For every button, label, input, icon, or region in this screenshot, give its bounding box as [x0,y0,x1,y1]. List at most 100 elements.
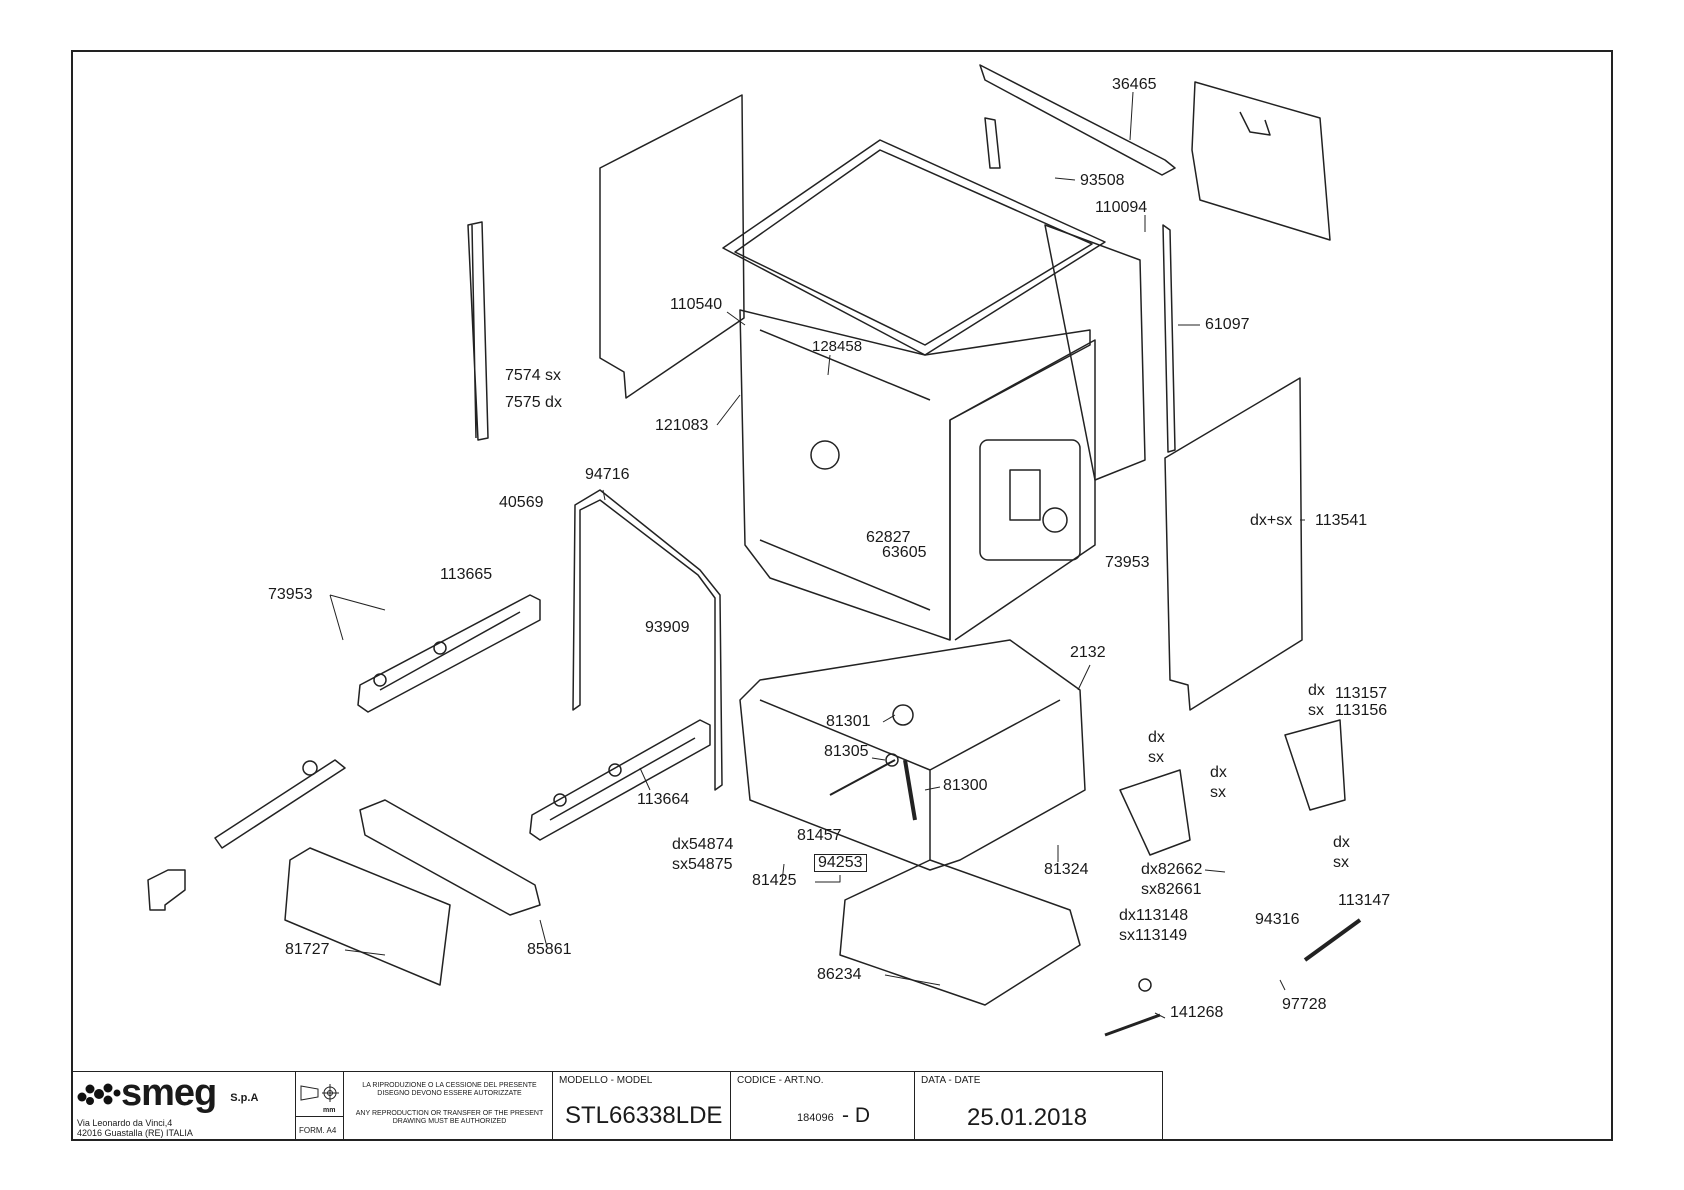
side-panel-right [1164,377,1303,711]
part-label-128458: 128458 [812,338,863,355]
top-panel [722,139,1106,356]
part-label-81305: 81305 [824,743,869,760]
side-panel-left [599,94,745,399]
part-label-sx113149: sx113149 [1119,927,1188,944]
part-label-110540: 110540 [670,296,723,313]
tub-body [739,309,1091,641]
title-code-cell: CODICE - ART.NO. 184096 - D [731,1071,915,1141]
logo-dots-icon [77,1083,121,1105]
part-label-61097: 61097 [1205,316,1250,333]
part-label-sx-1: sx [1148,749,1164,766]
part-label-113541: 113541 [1315,512,1368,529]
part-label-sx-113156: sx [1308,702,1324,719]
foot-bracket [147,869,186,911]
part-label-sx82661: sx82661 [1141,881,1202,898]
part-label-81301: 81301 [826,713,871,730]
address-line-1: Via Leonardo da Vinci,4 [77,1118,173,1128]
unit-mm: mm [323,1107,336,1114]
part-label-93909: 93909 [645,619,690,636]
code-header: CODICE - ART.NO. [737,1075,824,1086]
smeg-logo: smeg S.p.A [77,1072,259,1114]
projection-symbol-icon [300,1084,339,1102]
part-label-97728: 97728 [1282,996,1327,1013]
plinth-strip [214,759,346,849]
hinge-right [1284,719,1346,811]
part-label-86234: 86234 [817,966,862,983]
vertical-trim [467,221,489,441]
part-label-113156: 113156 [1335,702,1388,719]
part-label-94716: 94716 [585,466,630,483]
part-label-sx-3: sx [1333,854,1349,871]
part-label-dx-2: dx [1210,764,1227,781]
notice-english: ANY REPRODUCTION OR TRANSFER OF THE PRES… [355,1110,544,1125]
part-label-93508: 93508 [1080,172,1125,189]
model-header: MODELLO - MODEL [559,1075,653,1086]
date-header: DATA - DATE [921,1075,981,1086]
part-label-63605: 63605 [882,544,927,561]
part-label-36465: 36465 [1112,76,1157,93]
brand-suffix: S.p.A [230,1092,259,1104]
title-model-cell: MODELLO - MODEL STL66338LDE [553,1071,731,1141]
part-label-dx-3: dx [1333,834,1350,851]
part-label-sx-2: sx [1210,784,1226,801]
title-notice-cell: LA RIPRODUZIONE O LA CESSIONE DEL PRESEN… [344,1071,553,1141]
bottom-cover [839,859,1081,1006]
part-label-85861: 85861 [527,941,572,958]
part-label-113664: 113664 [637,791,690,808]
title-block: smeg S.p.A Via Leonardo da Vinci,4 42016… [71,1071,1163,1141]
side-rail [1162,224,1176,453]
part-label-7575: 7575 dx [505,394,562,411]
part-label-81300: 81300 [943,777,988,794]
model-value: STL66338LDE [565,1102,723,1129]
notice-italian: LA RIPRODUZIONE O LA CESSIONE DEL PRESEN… [362,1082,537,1097]
basket-slide-lower [529,719,711,841]
part-label-dx113148: dx113148 [1119,907,1189,924]
rear-top-panel [1191,81,1331,241]
part-label-110094: 110094 [1095,199,1148,216]
part-label-94316: 94316 [1255,911,1300,928]
part-label-73953-right: 73953 [1105,554,1150,571]
part-label-sx54875: sx54875 [672,856,733,873]
part-label-94253: 94253 [814,854,867,872]
part-label-121083: 121083 [655,417,709,434]
date-value: 25.01.2018 [967,1104,1088,1131]
format-a4: FORM. A4 [299,1126,337,1135]
title-brand-cell: smeg S.p.A Via Leonardo da Vinci,4 42016… [71,1071,296,1141]
drawing-frame [71,50,1613,1141]
part-label-113147: 113147 [1338,892,1391,909]
base-frame [739,639,1086,871]
door-spring [1303,918,1362,962]
front-kickplate [284,847,451,986]
part-label-141268: 141268 [1170,1004,1224,1021]
part-label-7574: 7574 sx [505,367,562,384]
address-line-2: 42016 Guastalla (RE) ITALIA [77,1128,193,1138]
door-gasket [572,489,723,791]
part-label-113157: 113157 [1335,685,1388,702]
part-label-dx82662: dx82662 [1141,861,1203,878]
part-label-dx54874: dx54874 [672,836,734,853]
back-panel [1044,224,1146,481]
threaded-rod [1104,1013,1161,1037]
brand-name: smeg [121,1072,217,1114]
part-label-40569: 40569 [499,494,544,511]
part-label-dx-1: dx [1148,729,1165,746]
hinge-left [1119,769,1191,856]
part-label-dx-sx: dx+sx [1250,512,1293,529]
lower-rail-assembly [359,799,541,916]
part-label-2132: 2132 [1070,644,1106,661]
top-frame-rail [979,64,1176,176]
code-revision: - D [842,1104,870,1127]
part-label-dx-113157: dx [1308,682,1325,699]
part-label-81727: 81727 [285,941,330,958]
title-units-cell: mm FORM. A4 [296,1071,344,1141]
code-value: 184096 [797,1112,834,1124]
part-label-81425: 81425 [752,872,797,889]
part-label-73953-left: 73953 [268,586,313,603]
basket-slide-upper [357,594,541,713]
part-label-81324: 81324 [1044,861,1089,878]
title-date-cell: DATA - DATE 25.01.2018 [915,1071,1163,1141]
part-label-113665: 113665 [440,566,493,583]
part-label-62827: 62827 [866,529,911,546]
part-label-81457: 81457 [797,827,842,844]
